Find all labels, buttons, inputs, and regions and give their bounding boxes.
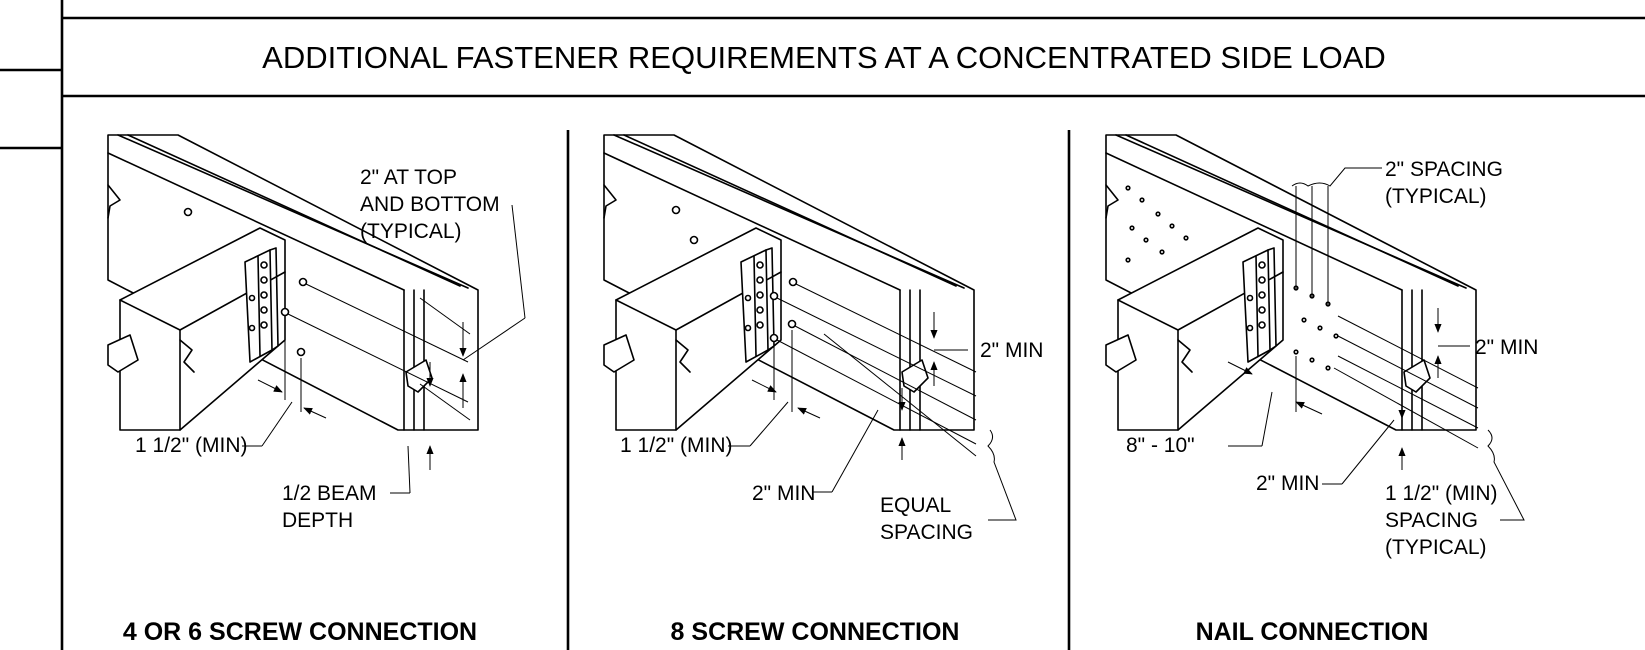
label-min-spacing: (TYPICAL) (1385, 536, 1487, 559)
nail-pattern (1125, 185, 1339, 371)
label-spacing: (TYPICAL) (1385, 185, 1487, 208)
screw (296, 347, 306, 357)
label-half-depth: DEPTH (282, 509, 353, 532)
label-half-depth: 1/2 BEAM (282, 482, 377, 505)
label-top-min: 2" MIN (980, 339, 1043, 362)
screw (280, 307, 290, 317)
beam-drawing (107, 134, 479, 431)
screw (689, 235, 699, 245)
label-min-spacing: 1 1/2" (MIN) (1385, 482, 1497, 505)
label-min-spacing: SPACING (1385, 509, 1478, 532)
screw (183, 207, 193, 217)
panel-eight-screw: 2" MIN 1 1/2" (MIN) 2" MIN EQUAL SPACING… (603, 134, 1043, 646)
screw (769, 333, 779, 343)
label-edge-range: 8" - 10" (1126, 434, 1195, 457)
label-top-bottom: (TYPICAL) (360, 220, 462, 243)
label-top-bottom: 2" AT TOP (360, 166, 457, 189)
screw (787, 319, 797, 329)
label-bottom-min: 2" MIN (752, 482, 815, 505)
beam-drawing (603, 134, 977, 457)
panel-caption: 8 SCREW CONNECTION (671, 618, 960, 646)
screw (298, 277, 308, 287)
screw (769, 291, 779, 301)
panel-nail: 2" SPACING (TYPICAL) 2" MIN 8" - 10" 2" … (1105, 134, 1538, 646)
panel-caption: NAIL CONNECTION (1196, 618, 1429, 646)
label-edge-min: 1 1/2" (MIN) (135, 434, 247, 457)
label-top-bottom: AND BOTTOM (360, 193, 500, 216)
panel-four-six-screw: 2" AT TOP AND BOTTOM (TYPICAL) 1 1/2" (M… (107, 134, 526, 646)
label-top-min: 2" MIN (1475, 336, 1538, 359)
screw (788, 277, 798, 287)
label-equal-spacing: EQUAL (880, 494, 951, 517)
label-equal-spacing: SPACING (880, 521, 973, 544)
beam-drawing (1105, 134, 1479, 449)
panel-caption: 4 OR 6 SCREW CONNECTION (123, 618, 477, 646)
label-spacing: 2" SPACING (1385, 158, 1503, 181)
label-edge-min: 1 1/2" (MIN) (620, 434, 732, 457)
label-bottom-min: 2" MIN (1256, 472, 1319, 495)
screw (671, 205, 681, 215)
page-title: ADDITIONAL FASTENER REQUIREMENTS AT A CO… (262, 40, 1386, 75)
